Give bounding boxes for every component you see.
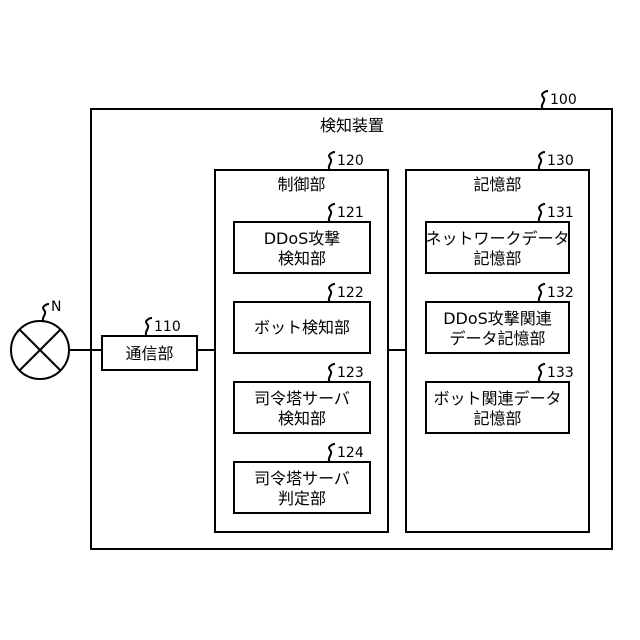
leader-130-icon (539, 152, 545, 170)
ddos-detector-label-line1: DDoS攻撃 (264, 229, 341, 248)
bot-data-store-ref: 133 (547, 365, 574, 381)
bot-detector-label: ボット検知部 (254, 318, 350, 337)
leader-123-icon (329, 364, 335, 382)
network-data-store-label-line2: 記憶部 (473, 249, 521, 268)
storage-unit-box (406, 170, 589, 532)
leader-100-icon (542, 91, 548, 109)
leader-110-icon (146, 318, 152, 336)
cc-server-judge-ref: 124 (337, 445, 364, 461)
leader-n-icon (43, 304, 49, 322)
ddos-data-store-label-line1: DDoS攻撃関連 (443, 309, 552, 328)
cc-server-judge-label-line2: 判定部 (278, 489, 326, 508)
bot-detector-ref: 122 (337, 285, 364, 301)
comm-ref: 110 (154, 319, 181, 335)
cc-server-detector-label-line2: 検知部 (278, 409, 326, 428)
bot-data-store-label-line1: ボット関連データ (433, 389, 561, 408)
device-title: 検知装置 (320, 116, 384, 135)
ddos-data-store-label-line2: データ記憶部 (449, 329, 545, 348)
cc-server-detector-ref: 123 (337, 365, 364, 381)
network-node-icon (11, 321, 69, 379)
network-label: N (51, 299, 61, 315)
network-data-store-label-line1: ネットワークデータ (425, 229, 569, 248)
leader-133-icon (539, 364, 545, 382)
network-data-store-ref: 131 (547, 205, 574, 221)
leader-124-icon (329, 444, 335, 462)
leader-122-icon (329, 284, 335, 302)
storage-ref: 130 (547, 153, 574, 169)
control-ref: 120 (337, 153, 364, 169)
leader-131-icon (539, 204, 545, 222)
control-unit-title: 制御部 (277, 175, 325, 194)
leader-132-icon (539, 284, 545, 302)
ddos-detector-ref: 121 (337, 205, 364, 221)
storage-unit-title: 記憶部 (473, 175, 521, 194)
ddos-data-store-ref: 132 (547, 285, 574, 301)
leader-121-icon (329, 204, 335, 222)
comm-unit-label: 通信部 (125, 344, 173, 363)
device-ref: 100 (550, 92, 577, 108)
ddos-detector-label-line2: 検知部 (278, 249, 326, 268)
cc-server-judge-label-line1: 司令塔サーバ (254, 469, 350, 488)
bot-data-store-label-line2: 記憶部 (473, 409, 521, 428)
cc-server-detector-label-line1: 司令塔サーバ (254, 389, 350, 408)
leader-120-icon (329, 152, 335, 170)
